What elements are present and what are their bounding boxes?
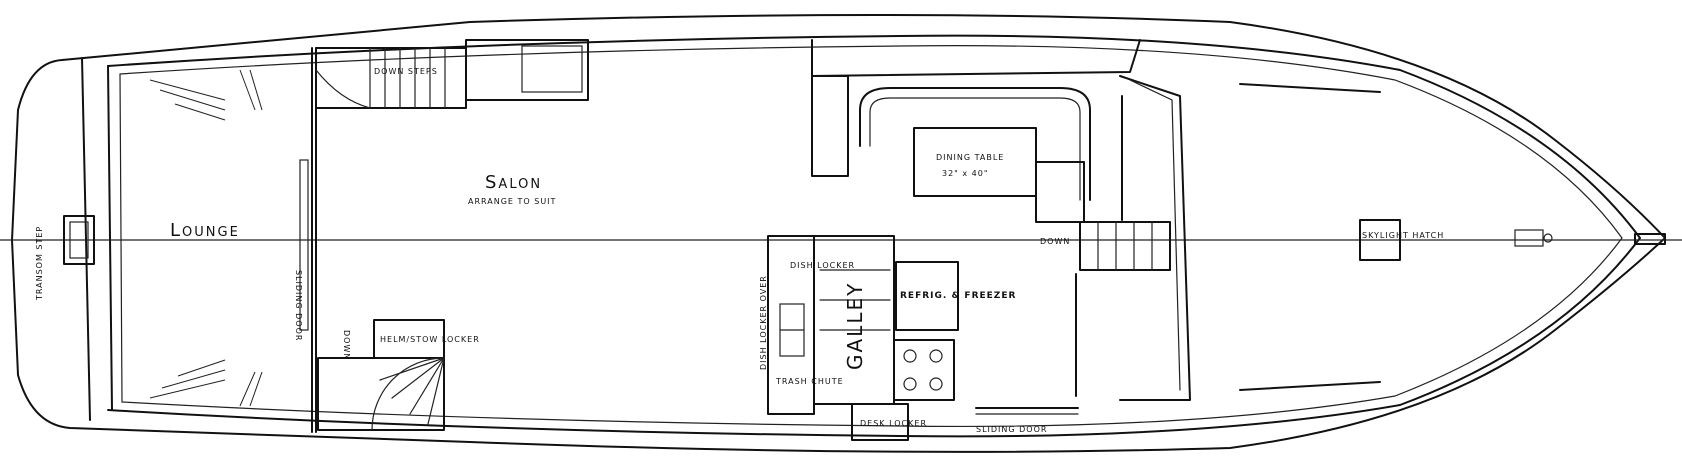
trash-chute-label: TRASH CHUTE bbox=[775, 377, 844, 386]
down-aft-label: DOWN bbox=[342, 330, 351, 360]
rub-strip-bottom bbox=[1239, 381, 1381, 391]
galley: DISH LOCKER DISH LOCKER OVER TRASH CHUTE… bbox=[759, 235, 1016, 415]
down-steps-label: DOWN STEPS bbox=[374, 67, 438, 76]
sliding-door-fwd: SLIDING DOOR bbox=[975, 407, 1079, 434]
helm-locker: HELM/STOW LOCKER DOWN bbox=[317, 319, 480, 431]
hull-outline bbox=[11, 14, 1666, 453]
desk-locker: DESK LOCKER bbox=[851, 403, 927, 441]
sliding-door-aft-label: SLIDING DOOR bbox=[294, 270, 303, 341]
bow-hardware bbox=[1514, 229, 1666, 247]
rub-strip-top bbox=[1239, 83, 1381, 93]
aft-bulkhead: SLIDING DOOR bbox=[294, 47, 317, 433]
skylight-hatch: SKYLIGHT HATCH bbox=[1359, 219, 1444, 261]
dish-locker-side-label: DISH LOCKER OVER bbox=[759, 275, 768, 370]
galley-label: GALLEY bbox=[843, 282, 867, 370]
salon-cabinet bbox=[465, 39, 589, 101]
lounge-hatching bbox=[149, 69, 263, 407]
salon-note: ARRANGE TO SUIT bbox=[468, 197, 556, 206]
desk-locker-label: DESK LOCKER bbox=[860, 419, 927, 428]
transom-step-label: TRANSOM STEP bbox=[35, 226, 44, 301]
transom-step: TRANSOM STEP bbox=[35, 215, 95, 301]
salon-label: Salon bbox=[485, 172, 542, 193]
refrig-label: REFRIG. & FREEZER bbox=[900, 291, 1016, 301]
dinette: DINING TABLE 32" x 40" bbox=[811, 39, 1141, 223]
dish-locker-top-label: DISH LOCKER bbox=[790, 261, 855, 270]
lounge-label: Lounge bbox=[170, 220, 240, 241]
down-fwd-label: DOWN bbox=[1040, 237, 1070, 246]
helm-locker-label: HELM/STOW LOCKER bbox=[380, 335, 480, 344]
hatch-cover-label: SKYLIGHT HATCH bbox=[1362, 231, 1444, 240]
dining-size-label: 32" x 40" bbox=[942, 169, 989, 178]
helm-console: DOWN bbox=[1040, 75, 1191, 401]
dining-table-label: DINING TABLE bbox=[936, 153, 1004, 162]
salon-cabinet-inner bbox=[521, 45, 583, 93]
sliding-door-fwd-label: SLIDING DOOR bbox=[976, 425, 1047, 434]
